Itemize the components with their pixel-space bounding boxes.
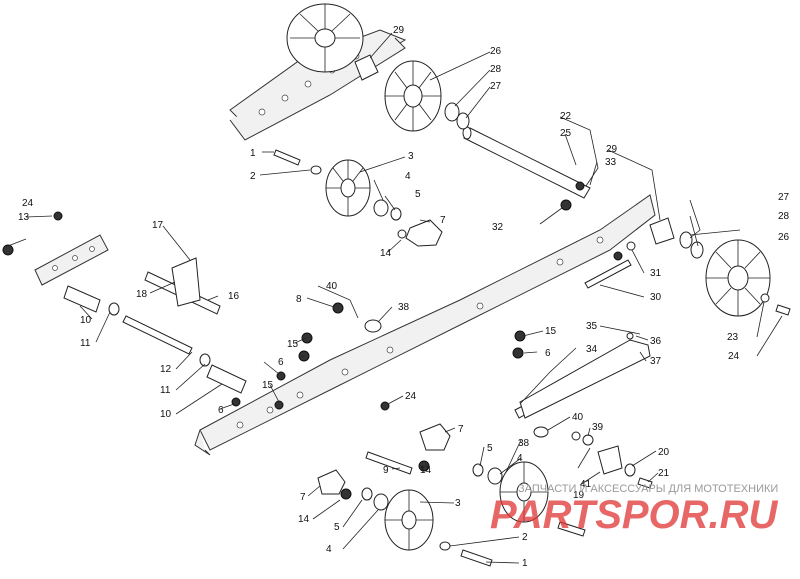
callout-7: 7 [440,215,446,226]
callout-2: 2 [522,532,528,543]
callout-40: 40 [572,412,584,423]
cross-shaft-assembly [144,257,221,315]
callout-10: 10 [160,409,172,420]
callout-26: 26 [490,46,502,57]
callout-11: 11 [160,385,171,396]
callout-32: 32 [492,222,504,233]
bolt-1-lower-right [557,521,586,537]
callout-33: 33 [605,157,617,168]
callout-29: 29 [393,25,405,36]
callout-1: 1 [522,558,528,569]
callout-29: 29 [606,144,618,155]
washer-38-lower [533,426,549,438]
middle-slide-rail [194,194,656,456]
callout-2: 2 [250,171,256,182]
callout-4: 4 [517,453,523,464]
lower-left-wheel [361,487,434,551]
callout-1: 1 [250,148,256,159]
callout-6: 6 [545,348,551,359]
callout-17: 17 [152,220,164,231]
rear-wheel-upper [354,54,470,132]
callout-16: 16 [228,291,240,302]
callout-14: 14 [420,465,432,476]
left-cross-rail [34,234,109,286]
callout-6: 6 [278,357,284,368]
callout-24: 24 [22,198,34,209]
callout-14: 14 [298,514,310,525]
callout-13: 13 [18,212,30,223]
callout-15: 15 [262,380,274,391]
pivot-arm-7-upper [405,219,443,247]
callout-15: 15 [545,326,557,337]
callout-labels: 1122334445556667778910101111121314141415… [18,25,790,569]
callout-39: 39 [592,422,604,433]
bolt-1-lower [460,549,493,567]
callout-20: 20 [658,447,670,458]
callout-7: 7 [458,424,464,435]
callout-24: 24 [405,391,417,402]
callout-34: 34 [586,344,598,355]
callout-3: 3 [408,151,414,162]
callout-35: 35 [586,321,598,332]
leader-lines [7,32,783,564]
callout-28: 28 [778,211,790,222]
pivot-arm-7-left [317,469,346,495]
callout-3: 3 [455,498,461,509]
link-arm-34 [514,339,651,419]
callout-31: 31 [650,268,662,279]
lower-right-wheel [472,461,549,523]
callout-21: 21 [658,468,670,479]
upper-idler-wheel [286,3,364,73]
pivot-arm-7-lower [419,423,451,451]
spacer-10-lower [206,364,247,394]
long-bolt-30 [584,259,632,289]
callout-28: 28 [490,64,502,75]
callout-37: 37 [650,356,662,367]
shaft-12 [122,315,193,355]
callout-40: 40 [326,281,338,292]
rear-wheel-right [649,217,791,317]
callout-12: 12 [160,364,172,375]
watermark: ЗАПЧАСТИ И АКСЕССУАРЫ ДЛЯ МОТОТЕХНИКИ PA… [490,483,779,537]
callout-15: 15 [287,339,299,350]
callout-5: 5 [334,522,340,533]
callout-7: 7 [300,492,306,503]
watermark-caption: ЗАПЧАСТИ И АКСЕССУАРЫ ДЛЯ МОТОТЕХНИКИ [518,483,778,495]
callout-18: 18 [136,289,148,300]
nut-31 [626,241,636,251]
callout-14: 14 [380,248,392,259]
callout-41: 41 [580,479,592,490]
long-bolt-9 [365,451,413,475]
watermark-logo: PARTSPOR.RU [490,493,779,537]
callout-36: 36 [650,336,662,347]
callout-5: 5 [415,189,421,200]
callout-11: 11 [80,338,91,349]
callout-27: 27 [490,81,502,92]
callout-26: 26 [778,232,790,243]
callout-22: 22 [560,111,572,122]
callout-38: 38 [518,438,530,449]
callout-9: 9 [383,465,389,476]
spacer-10-upper [63,285,101,313]
callout-19: 19 [573,490,585,501]
callout-4: 4 [405,171,411,182]
callout-8: 8 [296,294,302,305]
callout-5: 5 [487,443,493,454]
callout-38: 38 [398,302,410,313]
washer-38-upper [364,319,382,333]
callout-23: 23 [727,332,739,343]
callout-25: 25 [560,128,572,139]
bracket-41 [597,445,623,475]
callout-10: 10 [80,315,92,326]
upper-left-wheel-group [273,149,402,221]
callout-6: 6 [218,405,224,416]
rear-axle [462,126,591,199]
callout-30: 30 [650,292,662,303]
callout-27: 27 [778,192,790,203]
callout-24: 24 [728,351,740,362]
callout-4: 4 [326,544,332,555]
